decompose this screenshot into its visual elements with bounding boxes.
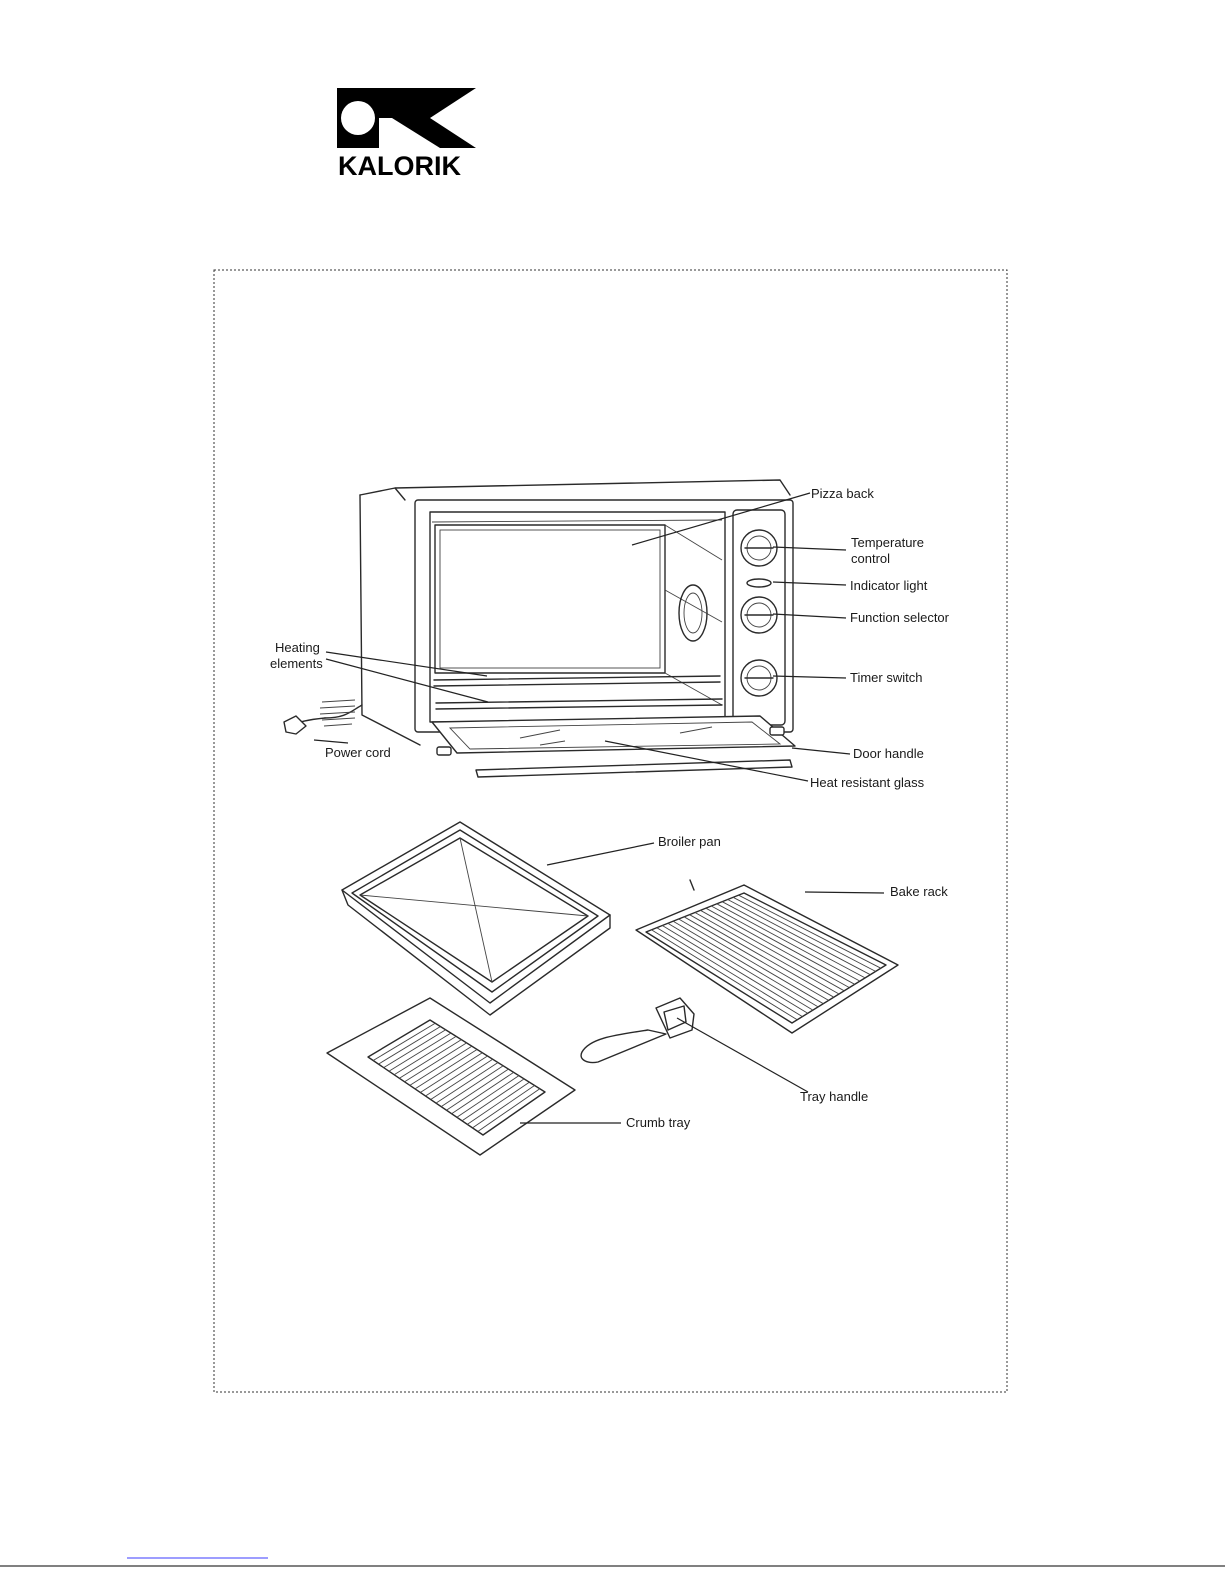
oven-illustration: [284, 480, 795, 777]
label-heating-elements-line2: elements: [270, 656, 323, 671]
diagram-frame: [214, 270, 1007, 1392]
label-heating-elements-line1: Heating: [275, 640, 320, 655]
broiler-pan-illustration: [342, 822, 610, 1015]
label-bake-rack: Bake rack: [890, 884, 948, 899]
label-temperature-control-line2: control: [851, 551, 890, 566]
logo-wordmark: KALORIK: [338, 151, 461, 181]
label-heat-resistant-glass: Heat resistant glass: [810, 775, 925, 790]
label-timer-switch: Timer switch: [850, 670, 922, 685]
tray-handle-illustration: [581, 998, 694, 1063]
label-tray-handle: Tray handle: [800, 1089, 868, 1104]
label-broiler-pan: Broiler pan: [658, 834, 721, 849]
label-door-handle: Door handle: [853, 746, 924, 761]
kalorik-logo: KALORIK: [337, 88, 476, 181]
label-pizza-back: Pizza back: [811, 486, 874, 501]
label-crumb-tray: Crumb tray: [626, 1115, 691, 1130]
crumb-tray-illustration: [327, 998, 575, 1155]
label-power-cord: Power cord: [325, 745, 391, 760]
label-temperature-control-line1: Temperature: [851, 535, 924, 550]
label-function-selector: Function selector: [850, 610, 950, 625]
label-indicator-light: Indicator light: [850, 578, 928, 593]
